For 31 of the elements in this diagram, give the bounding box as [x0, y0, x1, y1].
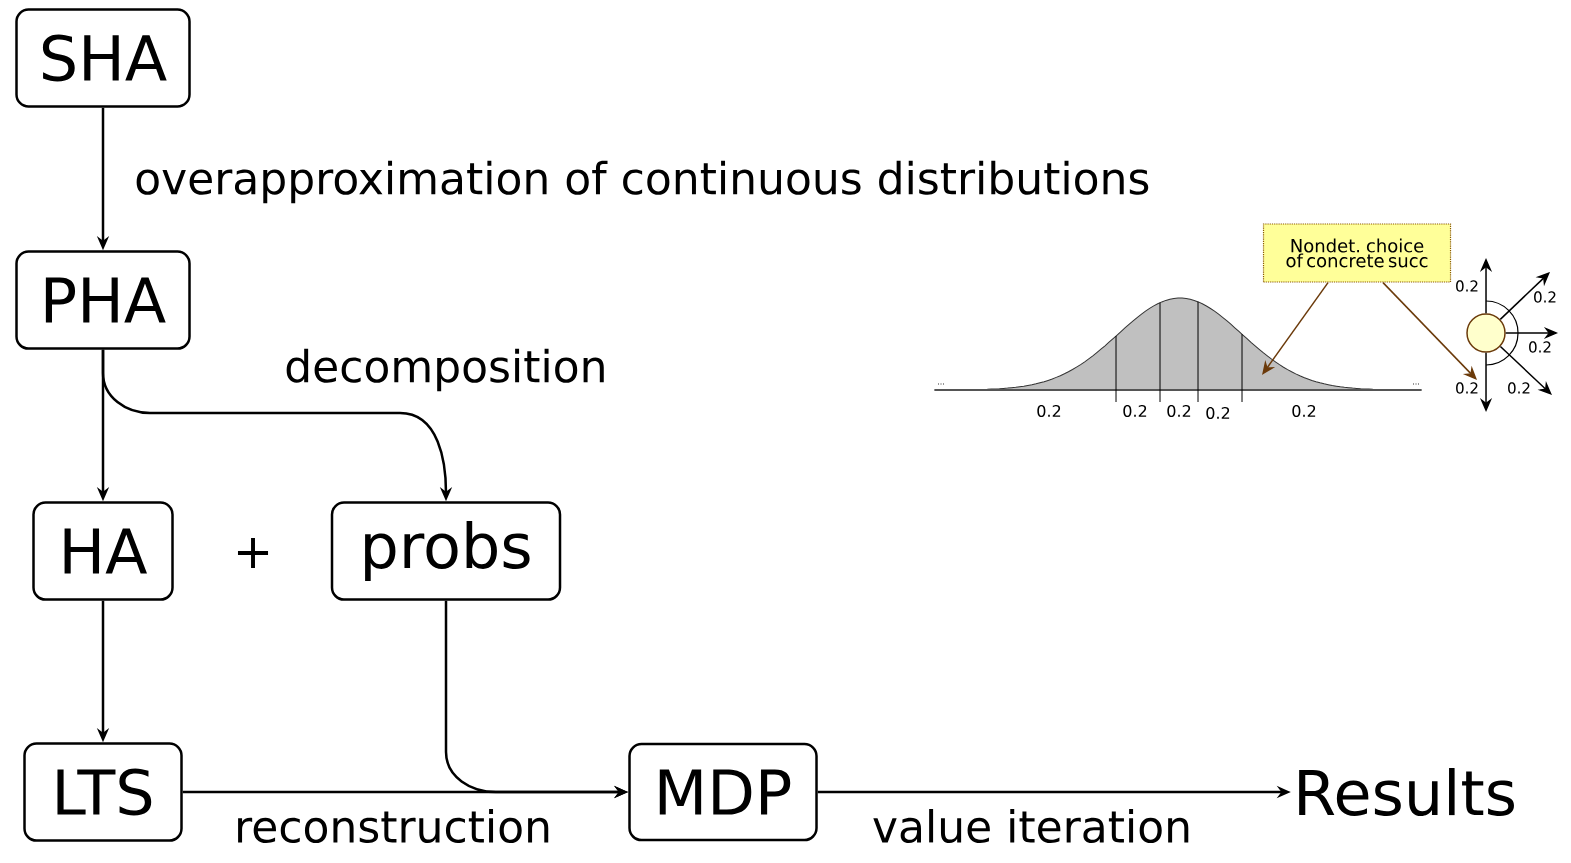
process-box: HA: [32, 501, 174, 601]
arrow: [1499, 345, 1552, 395]
ellipsis: ...: [938, 383, 944, 385]
edge-label: 0.2: [1456, 382, 1478, 394]
probability-label: 0.2: [1167, 404, 1191, 418]
process-box: probs: [330, 501, 562, 601]
leader-line: [1382, 281, 1477, 380]
edge-label: 0.2: [1456, 280, 1478, 292]
probability-label: 0.2: [1292, 404, 1316, 418]
edge-label: 0.2: [1529, 341, 1551, 353]
process-box: PHA: [15, 250, 191, 350]
plus-sign: +: [238, 537, 269, 569]
process-box: SHA: [15, 8, 191, 108]
process-box: LTS: [23, 742, 183, 842]
process-box: MDP: [628, 742, 818, 842]
edge-label: value iteration: [873, 809, 1189, 844]
probability-label: 0.2: [1123, 404, 1147, 418]
bell-curve-drawing: [933, 297, 1423, 403]
edge-label: reconstruction: [238, 809, 549, 844]
leader-line: [1262, 281, 1329, 375]
probability-label: 0.2: [1037, 404, 1061, 418]
edge-label: overapproximation of continuous distributions: [136, 160, 1149, 204]
probability-label: 0.2: [1206, 406, 1230, 420]
edge-label: 0.2: [1534, 291, 1556, 303]
arrow: [1499, 272, 1550, 321]
result-text: Results: [1299, 768, 1514, 816]
edge-label: decomposition: [286, 348, 604, 392]
callout-box: Nondet. choice of concrete succ: [1262, 223, 1452, 283]
ellipsis: ...: [1413, 383, 1419, 385]
edge-label: 0.2: [1508, 382, 1530, 394]
state-circle: [1466, 313, 1506, 353]
